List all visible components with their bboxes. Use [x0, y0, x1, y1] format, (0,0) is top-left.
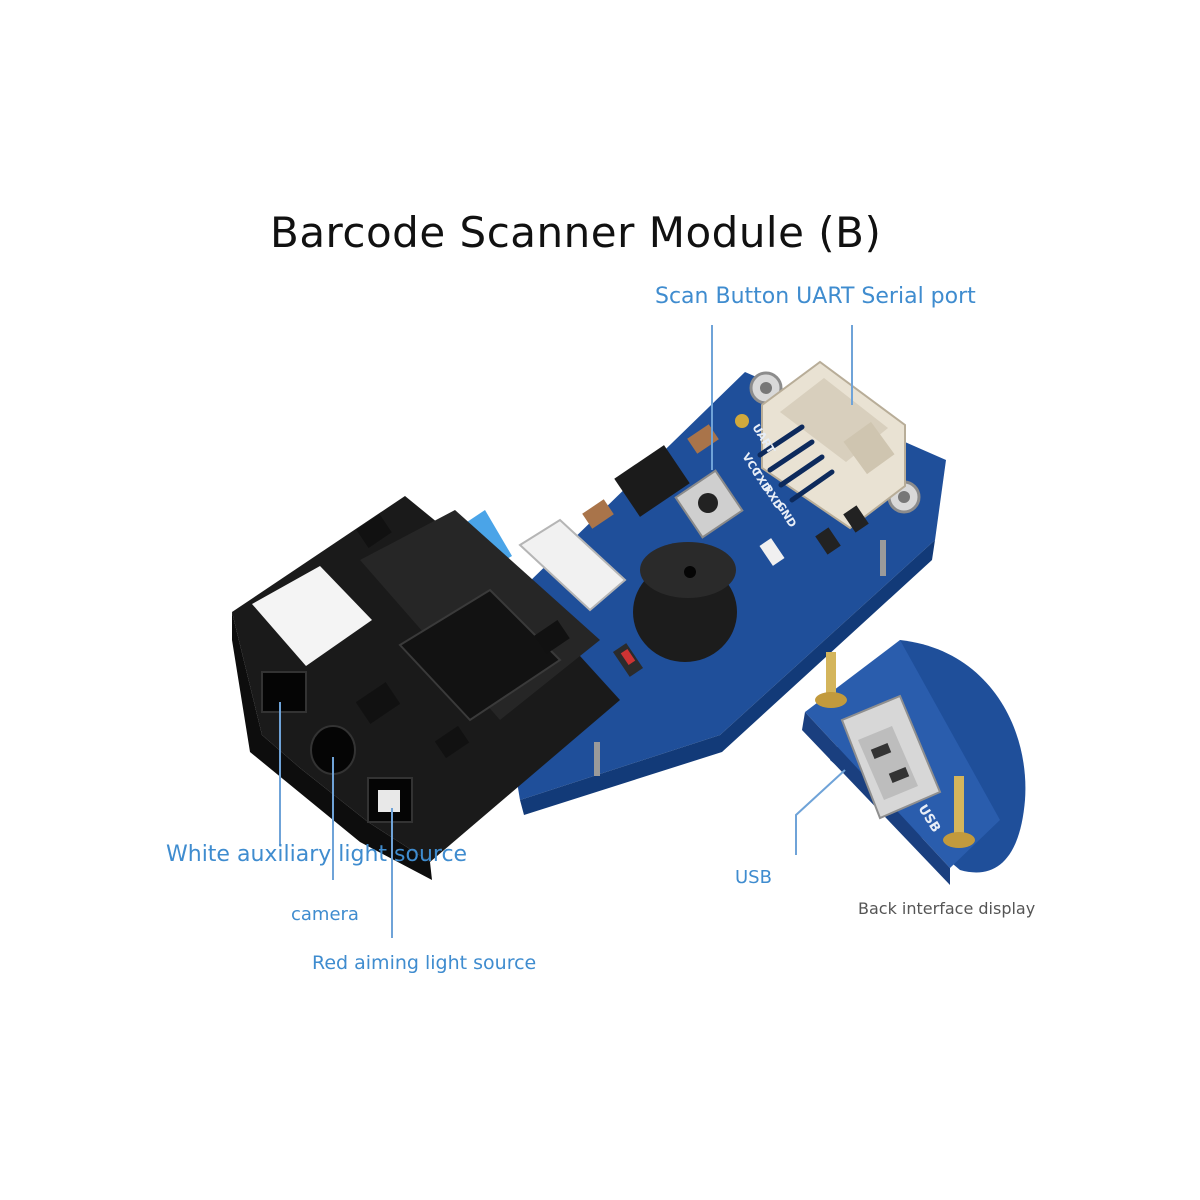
scan-uart-label: Scan Button UART Serial port [655, 284, 976, 309]
camera-label: camera [291, 904, 359, 925]
buzzer [633, 542, 737, 662]
scan-button [674, 469, 744, 539]
white-light-label: White auxiliary light source [166, 842, 468, 867]
leader-lines [279, 325, 853, 938]
back-display-label: Back interface display [858, 899, 1036, 918]
usb-connector [840, 694, 942, 820]
back-interface-inset: USB [802, 640, 1026, 885]
page-title: Barcode Scanner Module (B) [270, 208, 882, 257]
red-light-label: Red aiming light source [312, 952, 537, 974]
camera-module [232, 496, 620, 880]
usb-label: USB [735, 867, 772, 888]
uart-connector [761, 360, 906, 530]
